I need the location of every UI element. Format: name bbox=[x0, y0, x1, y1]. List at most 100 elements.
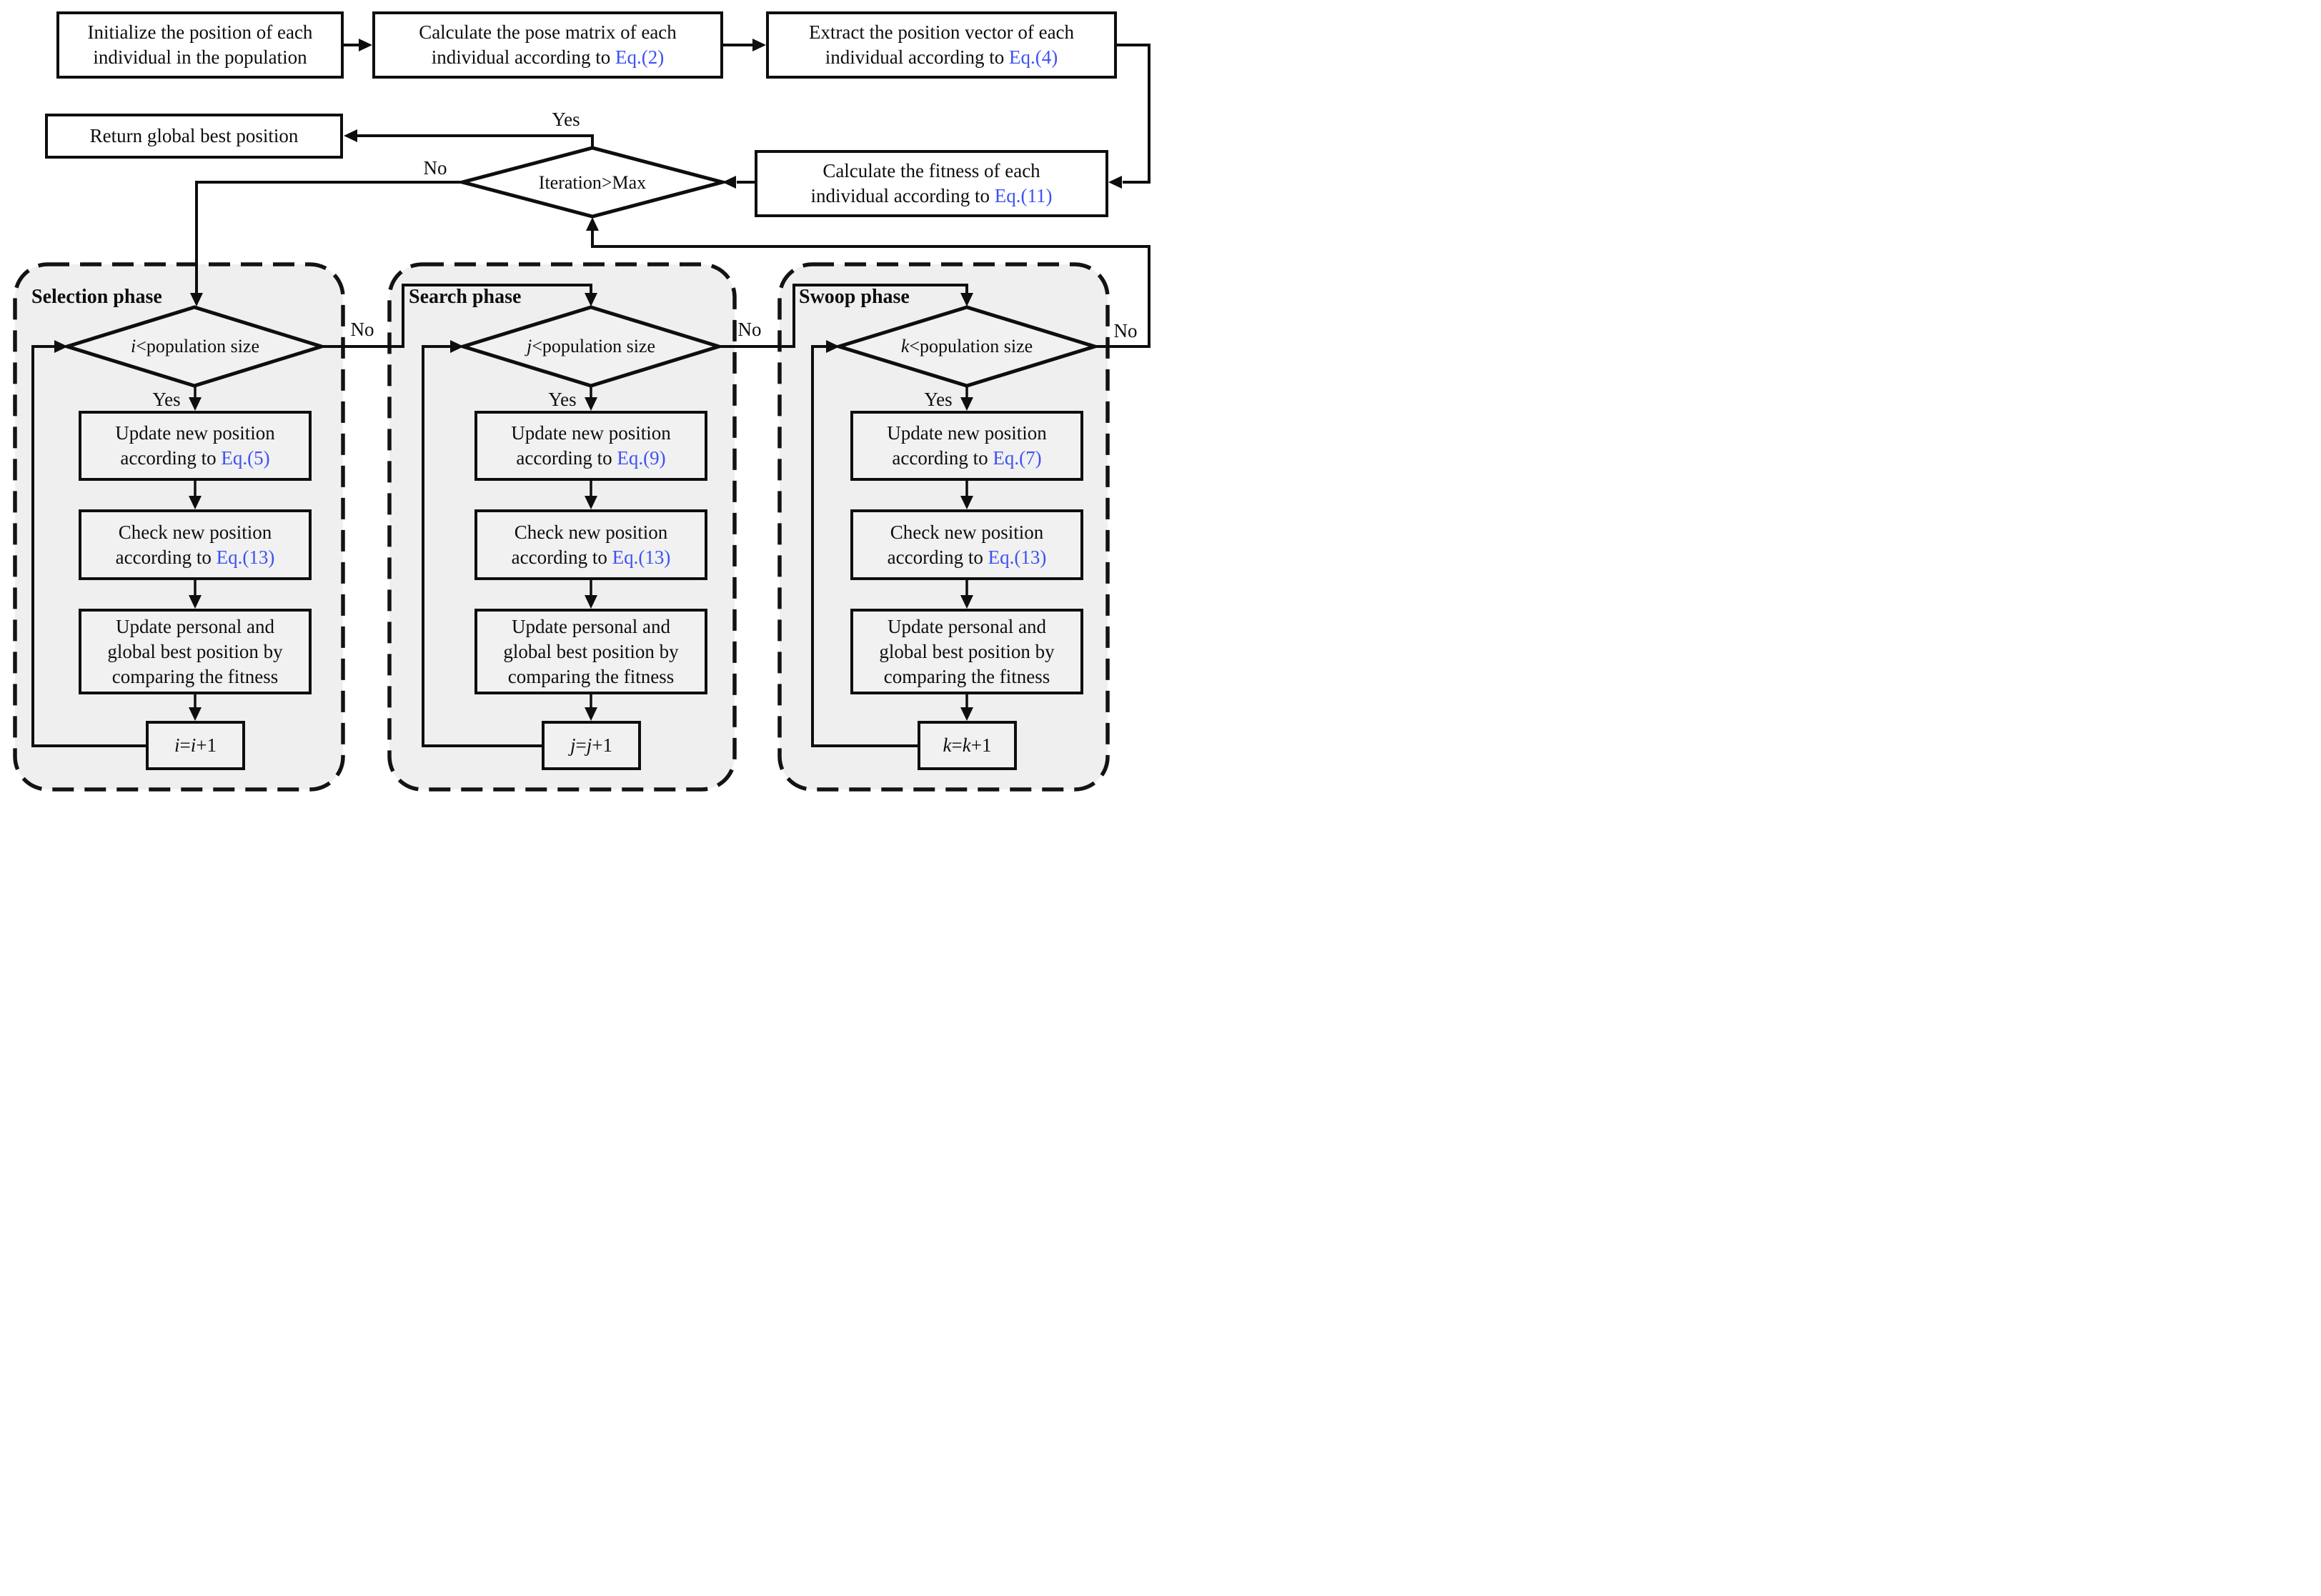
swoop-counter-text: k=k+1 bbox=[943, 734, 992, 756]
arrowhead-into-selection-diamond bbox=[190, 293, 203, 306]
arrowhead-into-return bbox=[344, 129, 357, 142]
arrowhead-swoop-update bbox=[960, 397, 973, 411]
arrowhead-into-iteration-bottom bbox=[586, 217, 599, 231]
swoop-check-box: Check new position according to Eq.(13) bbox=[850, 509, 1083, 580]
label-yes-selection: Yes bbox=[152, 389, 181, 410]
edge-extract-to-fitness bbox=[1117, 44, 1150, 184]
search-best-line2: global best position by bbox=[503, 640, 679, 662]
search-diamond bbox=[457, 305, 725, 388]
swoop-diamond bbox=[833, 305, 1101, 388]
swoop-update-box: Update new position according to Eq.(7) bbox=[850, 411, 1083, 481]
label-yes-swoop: Yes bbox=[924, 389, 953, 410]
arrowhead-selection-best bbox=[189, 595, 202, 609]
arrowhead-search-check bbox=[585, 496, 597, 509]
init-line1: Initialize the position of each bbox=[87, 21, 313, 43]
arrowhead-into-extract bbox=[752, 39, 766, 51]
label-yes-iteration: Yes bbox=[552, 109, 580, 130]
fitness-box: Calculate the fitness of each individual… bbox=[755, 150, 1108, 217]
eq-4-link: Eq.(4) bbox=[1008, 46, 1058, 68]
arrowhead-search-counter bbox=[585, 707, 597, 721]
eq-13-link-3: Eq.(13) bbox=[988, 546, 1047, 568]
selection-best-line1: Update personal and bbox=[116, 615, 274, 637]
edge-iteration-no-to-selection bbox=[195, 181, 462, 294]
search-best-line3: comparing the fitness bbox=[507, 665, 675, 687]
swoop-counter-box: k=k+1 bbox=[918, 721, 1017, 770]
arrowhead-into-pose bbox=[359, 39, 372, 51]
search-update-line1: Update new position bbox=[511, 422, 671, 444]
flowchart-figure: Initialize the position of each individu… bbox=[0, 0, 1160, 798]
edge-selection-loop bbox=[31, 345, 146, 747]
init-line2: individual in the population bbox=[93, 46, 307, 68]
init-box: Initialize the position of each individu… bbox=[56, 11, 344, 79]
eq-11-link: Eq.(11) bbox=[994, 185, 1053, 206]
search-check-line1: Check new position bbox=[514, 521, 668, 543]
label-no-iteration: No bbox=[423, 157, 447, 179]
selection-update-line2: according to Eq.(5) bbox=[120, 447, 270, 469]
eq-9-link: Eq.(9) bbox=[617, 447, 666, 469]
arrowhead-swoop-check bbox=[960, 496, 973, 509]
arrowhead-selection-loop bbox=[54, 340, 68, 353]
return-text: Return global best position bbox=[89, 125, 299, 146]
search-update-line2: according to Eq.(9) bbox=[516, 447, 666, 469]
arrowhead-search-best bbox=[585, 595, 597, 609]
selection-counter-text: i=i+1 bbox=[174, 734, 217, 756]
eq-7-link: Eq.(7) bbox=[993, 447, 1042, 469]
selection-counter-box: i=i+1 bbox=[146, 721, 245, 770]
swoop-condition: k<population size bbox=[900, 336, 1033, 356]
fitness-line2: individual according to Eq.(11) bbox=[810, 185, 1053, 206]
search-phase-title: Search phase bbox=[409, 286, 522, 308]
arrowhead-swoop-counter bbox=[960, 707, 973, 721]
search-counter-text: j=j+1 bbox=[570, 734, 612, 756]
eq-13-link-2: Eq.(13) bbox=[612, 546, 671, 568]
swoop-update-line1: Update new position bbox=[887, 422, 1047, 444]
iteration-condition: Iteration>Max bbox=[538, 172, 647, 193]
arrowhead-selection-counter bbox=[189, 707, 202, 721]
edge-swoop-loop bbox=[811, 345, 918, 747]
edge-search-no-to-swoop bbox=[719, 284, 968, 348]
arrowhead-search-update bbox=[585, 397, 597, 411]
search-check-line2: according to Eq.(13) bbox=[511, 546, 671, 568]
search-best-line1: Update personal and bbox=[512, 615, 670, 637]
arrowhead-search-loop bbox=[450, 340, 464, 353]
label-yes-search: Yes bbox=[548, 389, 577, 410]
edge-swoop-no-to-iteration bbox=[591, 231, 1150, 348]
swoop-check-line1: Check new position bbox=[890, 521, 1044, 543]
selection-check-box: Check new position according to Eq.(13) bbox=[79, 509, 312, 580]
search-check-box: Check new position according to Eq.(13) bbox=[474, 509, 707, 580]
swoop-best-line3: comparing the fitness bbox=[883, 665, 1050, 687]
selection-phase-title: Selection phase bbox=[31, 286, 162, 308]
return-box: Return global best position bbox=[45, 114, 343, 159]
pose-box: Calculate the pose matrix of each indivi… bbox=[372, 11, 723, 79]
extract-box: Extract the position vector of each indi… bbox=[766, 11, 1117, 79]
search-counter-box: j=j+1 bbox=[542, 721, 641, 770]
selection-best-box: Update personal and global best position… bbox=[79, 609, 312, 694]
extract-line1: Extract the position vector of each bbox=[808, 21, 1075, 43]
label-no-selection: No bbox=[350, 319, 374, 340]
swoop-best-line1: Update personal and bbox=[888, 615, 1046, 637]
arrowhead-into-iteration bbox=[722, 176, 736, 189]
selection-check-line2: according to Eq.(13) bbox=[115, 546, 275, 568]
eq-2-link: Eq.(2) bbox=[615, 46, 665, 68]
arrowhead-swoop-loop bbox=[826, 340, 840, 353]
extract-line2: individual according to Eq.(4) bbox=[825, 46, 1058, 68]
arrowhead-into-swoop-diamond bbox=[960, 293, 973, 306]
swoop-check-line2: according to Eq.(13) bbox=[887, 546, 1047, 568]
swoop-best-box: Update personal and global best position… bbox=[850, 609, 1083, 694]
label-no-search: No bbox=[737, 319, 762, 340]
pose-line1: Calculate the pose matrix of each bbox=[419, 21, 677, 43]
edge-search-loop bbox=[422, 345, 542, 747]
selection-best-line3: comparing the fitness bbox=[111, 665, 279, 687]
selection-update-box: Update new position according to Eq.(5) bbox=[79, 411, 312, 481]
selection-diamond bbox=[61, 305, 328, 388]
label-no-swoop: No bbox=[1113, 320, 1138, 341]
arrowhead-selection-update bbox=[189, 397, 202, 411]
edge-selection-no-to-search bbox=[322, 284, 592, 348]
eq-13-link: Eq.(13) bbox=[216, 546, 275, 568]
search-update-box: Update new position according to Eq.(9) bbox=[474, 411, 707, 481]
swoop-update-line2: according to Eq.(7) bbox=[892, 447, 1042, 469]
selection-update-line1: Update new position bbox=[115, 422, 275, 444]
selection-check-line1: Check new position bbox=[118, 521, 272, 543]
swoop-phase-title: Swoop phase bbox=[799, 286, 910, 308]
edge-iteration-yes-to-return bbox=[357, 134, 594, 148]
search-best-box: Update personal and global best position… bbox=[474, 609, 707, 694]
